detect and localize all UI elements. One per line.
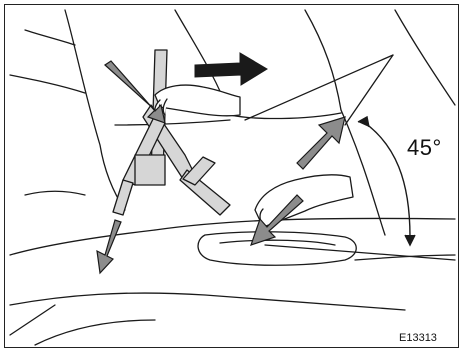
pull-up-arrow-icon	[297, 117, 345, 169]
hand-pulling-strap	[155, 85, 240, 116]
seat-cushion	[10, 218, 455, 345]
figure-frame: 45° E13313	[4, 4, 459, 348]
seat-back	[10, 10, 455, 235]
figure-code: E13313	[399, 332, 437, 344]
child-seat-tether-illustration	[5, 5, 459, 348]
move-right-arrow-icon	[195, 53, 267, 85]
angle-label: 45°	[407, 135, 442, 161]
